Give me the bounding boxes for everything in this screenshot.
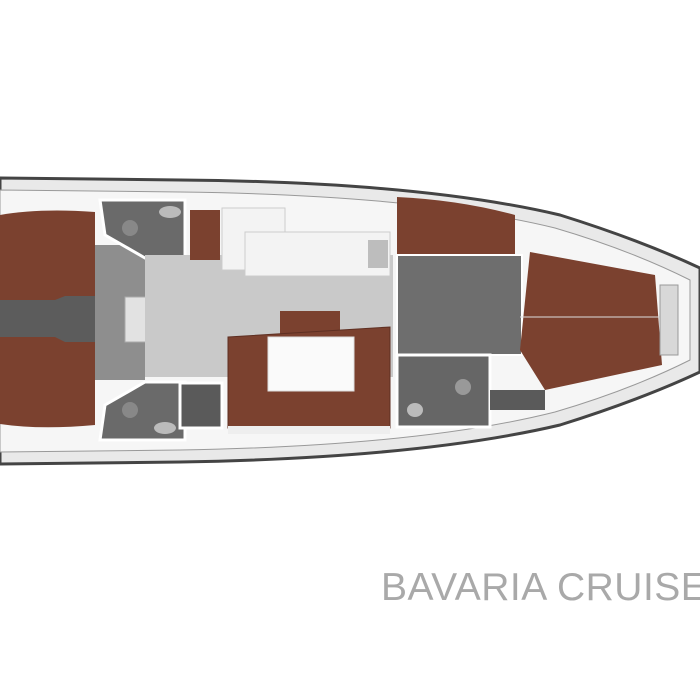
forward-locker: [659, 284, 679, 356]
toilet-icon: [122, 402, 138, 418]
salon-table: [267, 336, 355, 392]
toilet-icon: [122, 220, 138, 236]
aft-cabin-berth-starboard: [0, 335, 95, 428]
sink-icon: [407, 403, 423, 417]
nav-seat: [190, 210, 220, 260]
forward-port-berth: [397, 197, 515, 255]
aft-corridor: [0, 296, 125, 342]
forward-gray-area: [396, 254, 523, 356]
salon-bench: [228, 426, 390, 434]
forward-head: [395, 353, 492, 429]
forward-cabin-berth: [520, 252, 662, 390]
galley-counter-fwd: [244, 231, 391, 277]
sink-icon: [154, 422, 176, 434]
brand-wordmark: BAVARIA CRUISE: [381, 566, 700, 609]
shower-stall: [178, 381, 224, 430]
toilet-icon: [455, 379, 471, 395]
galley-sink: [368, 240, 388, 268]
aft-cabin-berth-port: [0, 210, 95, 300]
forward-bulkhead: [490, 390, 545, 410]
sink-icon: [159, 206, 181, 218]
